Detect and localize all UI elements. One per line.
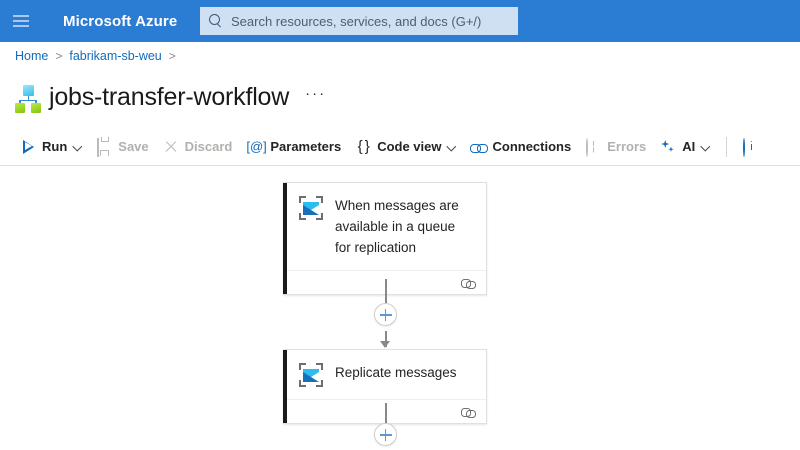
more-options-button[interactable]: ··· <box>305 85 327 102</box>
chevron-down-icon[interactable] <box>702 143 710 151</box>
logic-app-leg-left <box>19 99 21 104</box>
connector-line <box>385 331 387 347</box>
toolbar-errors-button: Errors <box>578 132 653 162</box>
toolbar-parameters-button[interactable]: [@] Parameters <box>239 132 348 162</box>
envelope-glyph <box>303 201 319 215</box>
chain-link-icon[interactable] <box>461 277 476 289</box>
hamburger-menu-icon[interactable] <box>0 0 42 42</box>
hamburger-bar <box>13 25 29 27</box>
envelope-glyph <box>303 368 319 382</box>
frame-corner <box>316 363 323 370</box>
node-header: When messages are available in a queue f… <box>283 183 486 270</box>
toolbar-save-label: Save <box>118 139 149 154</box>
toolbar-run-label: Run <box>42 139 68 154</box>
toolbar-errors-label: Errors <box>607 139 647 154</box>
service-bus-icon <box>299 363 323 387</box>
toolbar-discard-button: Discard <box>156 132 240 162</box>
frame-corner <box>299 363 306 370</box>
frame-corner <box>299 380 306 387</box>
page-title-row: jobs-transfer-workflow ··· <box>0 74 800 120</box>
node-footer <box>283 399 486 423</box>
breadcrumb-item-resource[interactable]: fabrikam-sb-weu <box>69 49 162 63</box>
breadcrumb-separator-icon: > <box>168 49 176 63</box>
link-icon <box>470 139 488 155</box>
frame-corner <box>299 196 306 203</box>
toolbar-divider <box>726 136 728 157</box>
connector-line <box>385 279 387 303</box>
node-header: Replicate messages <box>283 350 486 399</box>
play-icon <box>20 139 36 155</box>
logic-app-icon <box>14 84 42 113</box>
connector-line <box>385 403 387 423</box>
chain-link-icon[interactable] <box>461 406 476 418</box>
logic-app-node-bottom-left <box>15 103 25 113</box>
toolbar-ai-label: AI <box>682 139 696 154</box>
toolbar-code-view-button[interactable]: { } Code view <box>348 132 463 162</box>
node-title: When messages are available in a queue f… <box>335 198 459 255</box>
frame-corner <box>316 196 323 203</box>
hamburger-bar <box>13 20 29 22</box>
frame-corner <box>316 380 323 387</box>
toolbar-info-button[interactable] <box>736 132 766 162</box>
toolbar-parameters-label: Parameters <box>270 139 342 154</box>
workflow-designer-canvas[interactable]: When messages are available in a queue f… <box>0 167 800 450</box>
search-icon <box>209 14 223 28</box>
at-bracket-icon: [@] <box>246 138 267 154</box>
page-title: jobs-transfer-workflow <box>49 82 290 111</box>
node-footer <box>283 270 486 294</box>
toolbar-save-button: Save <box>89 132 155 162</box>
search-placeholder: Search resources, services, and docs (G+… <box>231 13 482 29</box>
hamburger-bar <box>13 15 29 17</box>
node-title: Replicate messages <box>335 365 457 380</box>
info-circle-icon <box>743 137 759 157</box>
toolbar-code-view-label: Code view <box>377 139 442 154</box>
breadcrumb-item-home[interactable]: Home <box>15 49 49 63</box>
breadcrumb-separator-icon: > <box>55 49 63 63</box>
chevron-down-icon[interactable] <box>74 143 82 151</box>
discard-x-icon <box>163 139 179 155</box>
chevron-down-icon[interactable] <box>448 143 456 151</box>
global-search-input[interactable]: Search resources, services, and docs (G+… <box>200 7 518 35</box>
add-action-button-between[interactable] <box>374 303 397 326</box>
logic-app-leg-right <box>35 99 37 104</box>
logic-app-node-top <box>23 85 34 96</box>
frame-corner <box>316 213 323 220</box>
breadcrumb: Home > fabrikam-sb-weu > <box>0 42 800 70</box>
service-bus-icon <box>299 196 323 220</box>
toolbar-connections-label: Connections <box>492 139 572 154</box>
toolbar-run-button[interactable]: Run <box>13 132 89 162</box>
logic-app-bar <box>19 99 37 102</box>
sparkle-icon <box>660 139 676 155</box>
toolbar-discard-label: Discard <box>184 139 233 154</box>
frame-corner <box>299 213 306 220</box>
logic-app-stem <box>27 96 30 100</box>
azure-top-header: Microsoft Azure Search resources, servic… <box>0 0 800 42</box>
toolbar-ai-button[interactable]: AI <box>653 132 717 162</box>
curly-braces-icon: { } <box>357 137 370 155</box>
toolbar-connections-button[interactable]: Connections <box>463 132 578 162</box>
alert-circle-icon <box>585 137 601 157</box>
azure-brand-label[interactable]: Microsoft Azure <box>63 12 178 30</box>
add-action-button-end[interactable] <box>374 423 397 446</box>
designer-toolbar: Run Save Discard [@] Parameters { } Code… <box>0 128 800 166</box>
connector-arrowhead-icon <box>380 341 390 348</box>
save-icon <box>96 137 112 157</box>
logic-app-node-bottom-right <box>31 103 41 113</box>
